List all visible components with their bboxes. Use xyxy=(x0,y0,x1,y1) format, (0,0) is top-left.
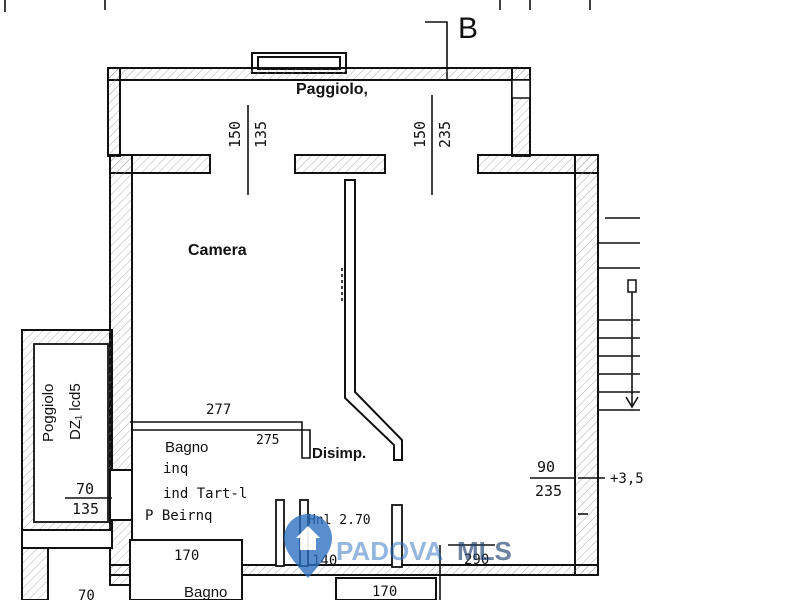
dim-135-bottom: 135 xyxy=(72,500,99,518)
dim-170-bottom: 170 xyxy=(372,584,397,600)
room-label-disimp: Disimp. xyxy=(312,445,366,462)
dim-70-bottom: 70 xyxy=(78,588,95,600)
dim-170: 170 xyxy=(174,548,199,564)
room-label-poggiolo-side: Poggiolo xyxy=(40,384,57,442)
dimension-lines xyxy=(65,95,605,546)
dim-275: 275 xyxy=(256,433,279,448)
room-label-bagno-upper: Bagno xyxy=(165,439,208,456)
note-line3: P Beirnq xyxy=(145,508,212,524)
padova-mls-logo: PADOVA MLS xyxy=(284,514,512,578)
room-label-bagno-lower: Bagno xyxy=(184,584,227,600)
room-label-poggiolo-side-sub: DZ₁ lcd5 xyxy=(67,383,84,440)
note-line1: inq xyxy=(163,461,188,477)
logo-brand-a: PADOVA xyxy=(336,536,444,566)
dim-235-top: 235 xyxy=(436,121,454,148)
dim-277: 277 xyxy=(206,402,231,418)
note-line2: ind Tart-l xyxy=(163,486,247,502)
level-mark: +3,5 xyxy=(610,471,644,487)
dim-150-left: 150 xyxy=(226,121,244,148)
dim-135: 135 xyxy=(252,121,270,148)
room-label-paggiolo: Paggiolo, xyxy=(296,81,368,98)
balcony-top xyxy=(107,52,531,157)
room-label-camera: Camera xyxy=(188,242,247,259)
staircase xyxy=(598,217,640,411)
dim-150-right: 150 xyxy=(411,121,429,148)
dim-235-right: 235 xyxy=(535,482,562,500)
dim-290: 290 xyxy=(464,552,489,568)
dim-90: 90 xyxy=(537,458,555,476)
dim-70-top: 70 xyxy=(76,480,94,498)
logo-brand-b: MLS xyxy=(457,536,512,566)
top-edge-lines xyxy=(4,0,591,12)
house-pin-icon xyxy=(284,514,332,578)
balcony-side xyxy=(21,329,133,600)
section-marker: B xyxy=(425,12,478,80)
section-marker-label: B xyxy=(458,12,478,45)
